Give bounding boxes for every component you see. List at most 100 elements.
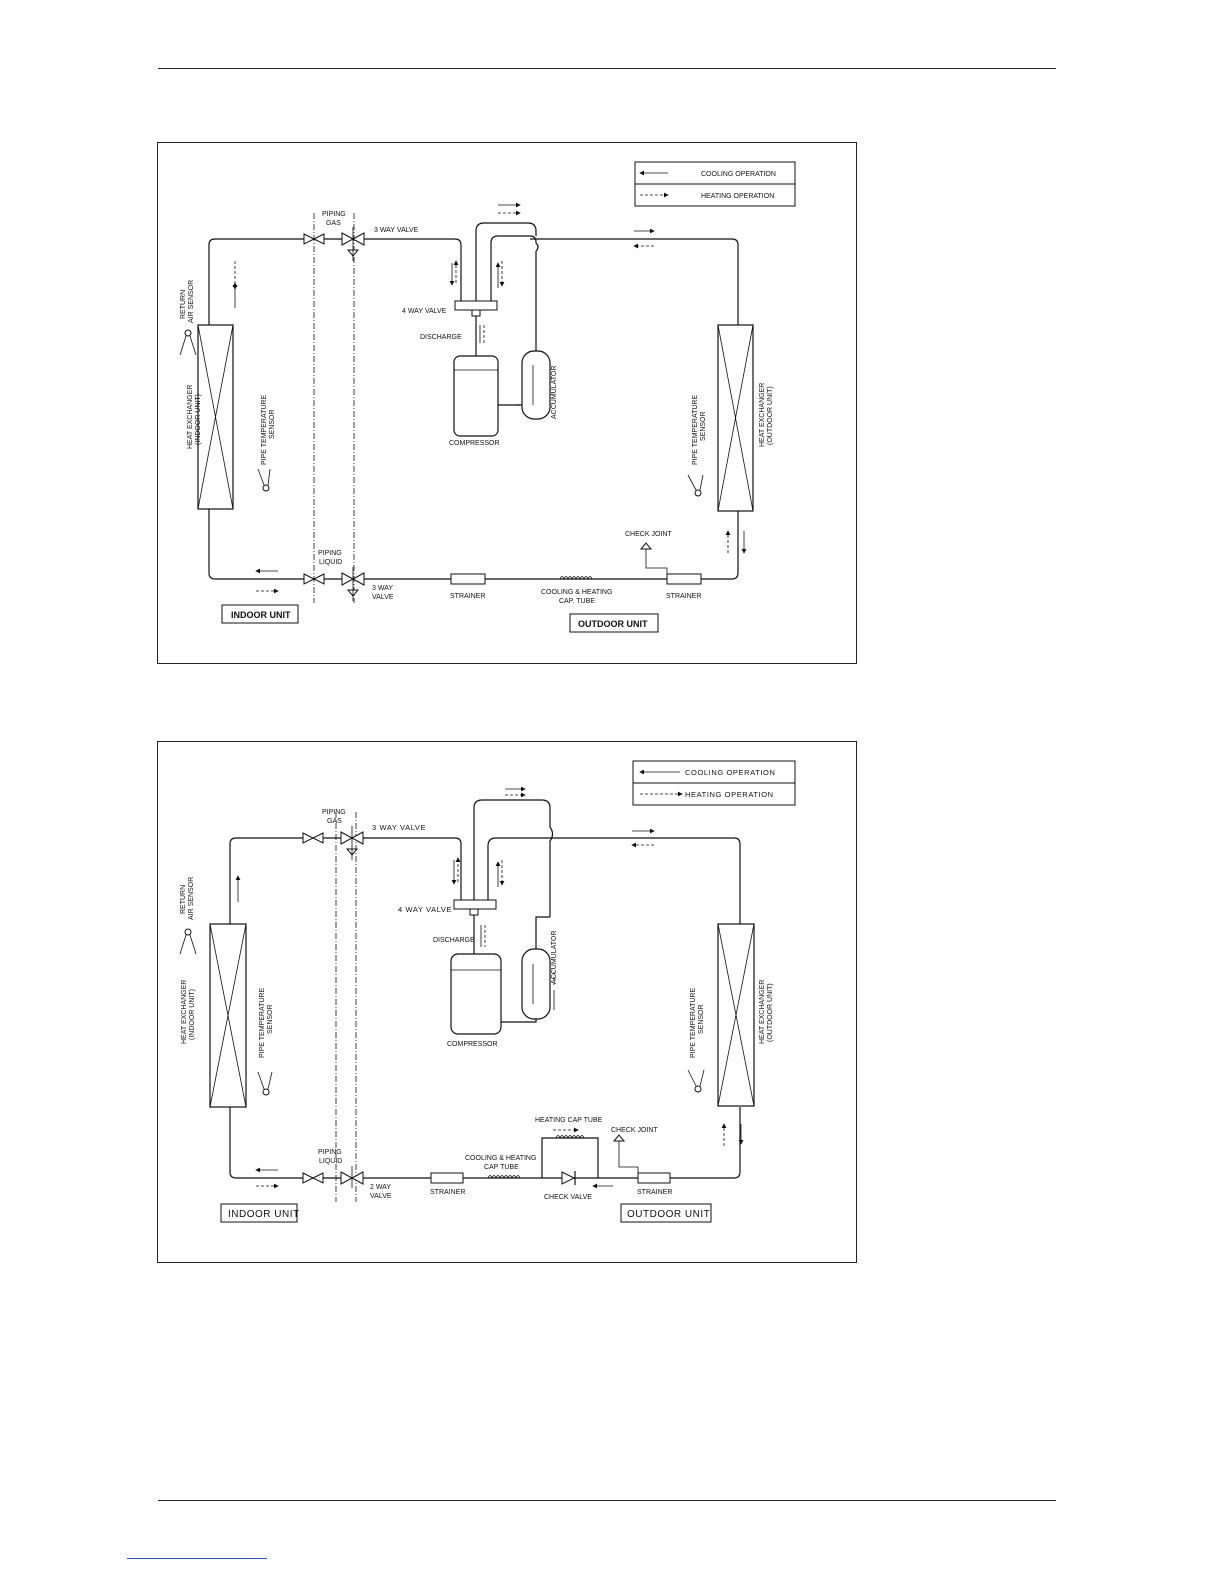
legend-heating: HEATING OPERATION xyxy=(701,193,774,200)
strainer-2-icon xyxy=(637,1172,671,1184)
indoor-pipe-sensor-icon xyxy=(257,1071,273,1096)
label-discharge: DISCHARGE xyxy=(433,937,475,944)
label-check-valve: CHECK VALVE xyxy=(544,1194,592,1201)
liquid-stop-valve-icon xyxy=(303,573,325,585)
label-pipe-temp-outdoor-2: SENSOR xyxy=(700,411,707,441)
label-return-air-sensor: RETURN xyxy=(180,885,187,914)
label-indoor-unit: INDOOR UNIT xyxy=(228,1209,300,1220)
header-rule xyxy=(158,68,1056,69)
label-return-air-sensor-2: AIR SENSOR xyxy=(188,280,195,323)
label-hx-indoor-2: (INDOOR UNIT) xyxy=(189,989,196,1040)
check-joint-icon xyxy=(612,1134,639,1173)
return-air-sensor-icon xyxy=(179,329,197,356)
outdoor-unit-box: OUTDOOR UNIT xyxy=(569,613,659,633)
four-way-valve-icon xyxy=(454,300,498,356)
label-4-way-valve: 4 WAY VALVE xyxy=(402,308,447,315)
label-discharge: DISCHARGE xyxy=(420,334,462,341)
label-pipe-temp-outdoor: PIPE TEMPERATURE xyxy=(692,395,699,465)
indoor-unit-box: INDOOR UNIT xyxy=(220,1203,300,1223)
label-cap-tube-2: CAP. TUBE xyxy=(559,598,595,605)
outdoor-pipe-sensor-icon xyxy=(687,1069,705,1093)
label-piping-gas-2: GAS xyxy=(326,220,341,227)
indoor-pipe-sensor-icon xyxy=(257,468,271,492)
refrigerant-cycle-diagram-1: COOLING OPERATION HEATING OPERATION xyxy=(157,142,857,664)
label-hx-indoor: HEAT EXCHANGER xyxy=(187,385,194,449)
refrigerant-cycle-diagram-2: COOLING OPERATION HEATING OPERATION xyxy=(157,741,857,1263)
label-pipe-temp-outdoor: PIPE TEMPERATURE xyxy=(690,988,697,1058)
strainer-1-icon xyxy=(430,1172,464,1184)
heating-cap-tube-coil-icon xyxy=(555,1135,585,1140)
label-heating-cap-tube: HEATING CAP TUBE xyxy=(535,1117,603,1124)
label-strainer-2: STRAINER xyxy=(666,593,701,600)
label-piping-liquid: PIPING xyxy=(318,1149,342,1156)
four-way-to-compressor-loop xyxy=(473,799,554,917)
gas-three-way-valve-icon xyxy=(340,826,364,860)
liquid-three-way-valve-icon xyxy=(341,567,365,601)
outdoor-heat-exchanger xyxy=(717,324,754,512)
outdoor-heat-exchanger xyxy=(717,923,755,1107)
label-piping-liquid-2: LIQUID xyxy=(319,559,342,566)
label-indoor-unit: INDOOR UNIT xyxy=(231,610,291,620)
return-air-sensor-icon xyxy=(179,928,197,955)
liquid-line-outdoor xyxy=(542,1107,741,1179)
diagram-2-canvas: COOLING OPERATION HEATING OPERATION xyxy=(179,760,796,1223)
four-way-to-outdoor-line xyxy=(490,235,539,301)
label-outdoor-unit: OUTDOOR UNIT xyxy=(578,619,648,629)
label-pipe-temp-indoor: PIPE TEMPERATURE xyxy=(259,988,266,1058)
accumulator-icon xyxy=(521,948,551,1020)
indoor-heat-exchanger xyxy=(197,324,234,510)
label-3-way-valve-gas: 3 WAY VALVE xyxy=(374,227,419,234)
cooling-heating-cap-tube-icon xyxy=(487,1175,521,1180)
label-piping-gas: PIPING xyxy=(322,211,346,218)
label-hx-outdoor: HEAT EXCHANGER xyxy=(759,383,766,447)
strainer-2-icon xyxy=(666,573,702,585)
label-strainer-1: STRAINER xyxy=(430,1189,465,1196)
gas-stop-valve-icon xyxy=(303,233,325,245)
label-check-joint: CHECK JOINT xyxy=(611,1127,658,1134)
label-strainer-2: STRAINER xyxy=(637,1189,672,1196)
label-cap-tube: COOLING & HEATING xyxy=(465,1155,536,1162)
label-compressor: COMPRESSOR xyxy=(449,440,500,447)
outdoor-pipe-sensor-icon xyxy=(687,474,704,497)
legend: COOLING OPERATION HEATING OPERATION xyxy=(632,760,796,806)
label-hx-indoor-2: (INDOOR UNIT) xyxy=(195,394,202,445)
label-pipe-temp-indoor-2: SENSOR xyxy=(269,409,276,439)
indoor-unit-box: INDOOR UNIT xyxy=(221,604,299,624)
label-2-way-valve-2: VALVE xyxy=(370,1193,392,1200)
check-valve-icon xyxy=(561,1171,576,1185)
diagram-1-canvas: COOLING OPERATION HEATING OPERATION xyxy=(179,161,796,633)
legend-heating: HEATING OPERATION xyxy=(685,790,774,799)
label-3-way-valve-gas: 3 WAY VALVE xyxy=(372,823,426,832)
label-3-way-valve-liquid-2: VALVE xyxy=(372,594,394,601)
label-return-air-sensor: RETURN xyxy=(180,290,187,319)
compressor-icon xyxy=(453,355,520,437)
legend: COOLING OPERATION HEATING OPERATION xyxy=(634,161,796,207)
strainer-1-icon xyxy=(450,573,486,585)
label-cap-tube: COOLING & HEATING xyxy=(541,589,612,596)
cap-tube-coil-icon xyxy=(559,576,593,581)
label-2-way-valve: 2 WAY xyxy=(370,1184,391,1191)
outdoor-unit-box: OUTDOOR UNIT xyxy=(620,1203,712,1223)
label-piping-gas: PIPING xyxy=(322,809,346,816)
label-piping-gas-2: GAS xyxy=(327,818,342,825)
accumulator-icon xyxy=(521,350,551,420)
four-way-valve-icon xyxy=(453,899,497,954)
four-way-to-compressor-loop xyxy=(475,222,537,301)
label-hx-indoor: HEAT EXCHANGER xyxy=(181,980,188,1044)
label-pipe-temp-indoor: PIPE TEMPERATURE xyxy=(261,395,268,465)
label-accumulator: ACCUMULATOR xyxy=(551,366,558,419)
compressor-icon xyxy=(450,953,502,1035)
label-accumulator: ACCUMULATOR xyxy=(551,931,558,984)
footer-link-underline xyxy=(127,1558,267,1559)
label-cap-tube-2: CAP TUBE xyxy=(484,1164,519,1171)
label-pipe-temp-indoor-2: SENSOR xyxy=(267,1004,274,1034)
label-3-way-valve-liquid: 3 WAY xyxy=(372,585,393,592)
check-joint-icon xyxy=(639,542,668,574)
label-hx-outdoor-2: (OUTDOOR UNIT) xyxy=(767,386,774,445)
label-compressor: COMPRESSOR xyxy=(447,1041,498,1048)
indoor-heat-exchanger xyxy=(209,923,247,1108)
liquid-line xyxy=(229,1106,542,1179)
label-hx-outdoor: HEAT EXCHANGER xyxy=(759,980,766,1044)
liquid-two-way-valve-icon xyxy=(340,1166,364,1188)
label-piping-liquid: PIPING xyxy=(318,550,342,557)
